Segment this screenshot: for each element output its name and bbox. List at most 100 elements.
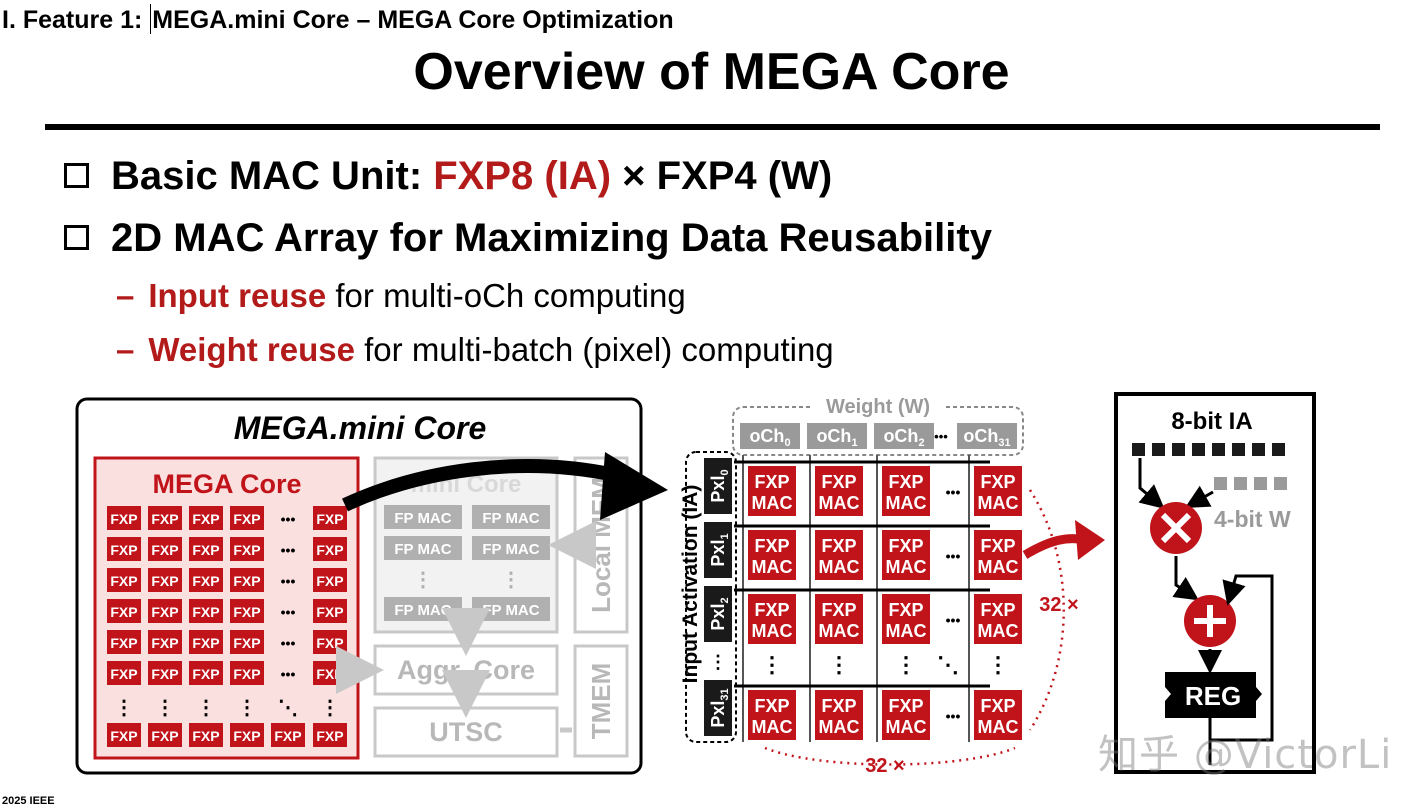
fxp-chip	[189, 506, 223, 530]
fxp-chip-label: FXP	[151, 604, 178, 620]
ellipsis: •••	[281, 511, 296, 527]
fp-mac-label: FP MAC	[394, 602, 451, 619]
col-count-label: 32 ×	[865, 755, 904, 777]
fxp-chip	[189, 661, 223, 685]
w-bit-squares	[1214, 477, 1287, 490]
ellipsis: ⋮	[828, 652, 850, 677]
fxp-chip	[313, 568, 347, 592]
fxp-chip-label: FXP	[192, 511, 219, 527]
ellipsis: ⋮	[761, 652, 783, 677]
fxp-mac-label: FXP	[754, 472, 789, 492]
fxp-chip-label: FXP	[110, 542, 137, 558]
fxp-chip-label: FXP	[192, 573, 219, 589]
pixel-chip	[704, 522, 732, 578]
fxp-chip	[189, 723, 223, 747]
fxp-mac-label: FXP	[821, 600, 856, 620]
fxp-chip	[189, 568, 223, 592]
fp-mac-block	[384, 536, 462, 560]
fxp-mac-label: MAC	[886, 557, 927, 577]
fxp-chip-label: FXP	[192, 635, 219, 651]
mega-core-label: MEGA Core	[152, 469, 301, 499]
fxp-chip-label: FXP	[110, 666, 137, 682]
ia-group-border	[685, 451, 737, 743]
pixel-chip-label: Pxl0	[708, 469, 731, 502]
fp-mac-block	[472, 536, 550, 560]
fxp-chip-label: FXP	[192, 666, 219, 682]
fxp-mac-label: MAC	[886, 493, 927, 513]
fxp-mac-label: FXP	[754, 696, 789, 716]
ellipsis: •••	[934, 429, 948, 444]
fxp-mac-label: FXP	[821, 472, 856, 492]
section-header: I. Feature 1: MEGA.mini Core – MEGA Core…	[2, 4, 674, 35]
ia-bit-squares	[1132, 443, 1285, 456]
fxp-chip-label: FXP	[233, 635, 260, 651]
fxp-chip-label: FXP	[233, 666, 260, 682]
fxp-mac-cell	[815, 530, 863, 580]
fxp-chip-label: FXP	[151, 728, 178, 744]
ellipsis: ⋮	[155, 697, 175, 719]
fxp-chip	[230, 723, 264, 747]
fxp-chip	[148, 506, 182, 530]
fxp-mac-cell	[882, 690, 930, 740]
fxp-chip-label: FXP	[151, 573, 178, 589]
ellipsis: ⋱	[937, 652, 959, 677]
ia-bit	[1252, 443, 1265, 456]
fxp-chip	[313, 506, 347, 530]
fxp-chip	[230, 537, 264, 561]
fxp-chip	[107, 630, 141, 654]
fxp-mac-label: MAC	[886, 717, 927, 737]
w-bits-label: 4-bit W	[1214, 506, 1291, 532]
zoom-arrow	[342, 459, 617, 512]
bullet-highlight: FXP8 (IA)	[433, 154, 612, 198]
fxp-mac-label: MAC	[752, 621, 793, 641]
subbullet-highlight: Input reuse	[148, 277, 327, 314]
ia-bit	[1192, 443, 1205, 456]
fxp-chip	[313, 537, 347, 561]
ellipsis: •••	[946, 548, 961, 564]
bullet-text: Basic MAC Unit:	[111, 154, 434, 198]
fxp-chip-label: FXP	[233, 728, 260, 744]
zoom-arrow-head	[600, 452, 668, 520]
fxp-chip-label: FXP	[192, 604, 219, 620]
fxp-chip	[148, 661, 182, 685]
fxp-chip	[107, 537, 141, 561]
fxp-mac-label: MAC	[886, 621, 927, 641]
pixel-chip	[704, 458, 732, 514]
fxp-mac-cell	[748, 530, 796, 580]
ellipsis: •••	[281, 635, 296, 651]
fxp-mac-label: FXP	[888, 472, 923, 492]
fxp-chip	[148, 537, 182, 561]
bullet-suffix: × FXP4 (W)	[611, 154, 833, 198]
fxp-chip-label: FXP	[316, 573, 343, 589]
fp-mac-label: FP MAC	[482, 602, 539, 619]
fxp-chip	[148, 599, 182, 623]
w-bit	[1234, 477, 1247, 490]
ellipsis: ⋮	[413, 569, 433, 591]
fxp-chip-label: FXP	[316, 666, 343, 682]
fxp-mac-cell	[882, 594, 930, 644]
ellipsis: •••	[281, 542, 296, 558]
fxp-chip	[230, 661, 264, 685]
fxp-chip	[189, 537, 223, 561]
fxp-chip	[230, 630, 264, 654]
fxp-mac-label: MAC	[819, 621, 860, 641]
ellipsis: •••	[281, 666, 296, 682]
fxp-chip-label: FXP	[151, 666, 178, 682]
ia-bits-label: 8-bit IA	[1171, 408, 1252, 435]
fxp-chip	[230, 506, 264, 530]
fxp-chip	[107, 599, 141, 623]
fxp-chip	[107, 661, 141, 685]
ellipsis: •••	[946, 484, 961, 500]
fxp-chip-label: FXP	[233, 573, 260, 589]
ia-bit	[1152, 443, 1165, 456]
subbullet-rest: for multi-oCh computing	[326, 277, 686, 314]
fxp-mac-label: FXP	[821, 536, 856, 556]
fxp-chip-label: FXP	[110, 511, 137, 527]
fxp-mac-grid: FXPMACFXPMACFXPMACFXPMAC•••FXPMACFXPMACF…	[734, 455, 1022, 742]
ellipsis: •••	[281, 604, 296, 620]
fxp-mac-label: FXP	[888, 536, 923, 556]
fxp-chip	[189, 599, 223, 623]
